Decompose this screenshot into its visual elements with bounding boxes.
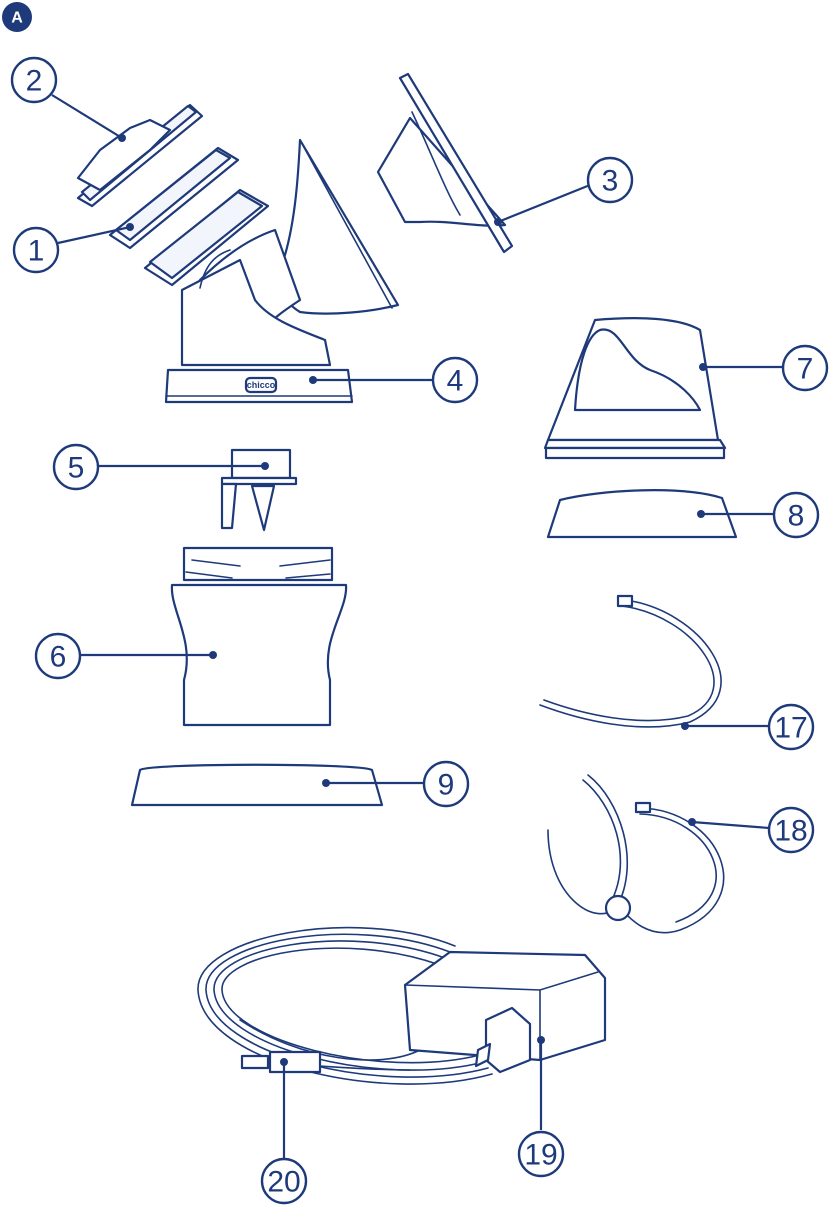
dc-connector-icon bbox=[268, 1050, 322, 1074]
callout-17-label: 17 bbox=[774, 712, 807, 745]
bottle-base-part bbox=[130, 763, 384, 807]
callout-4: 4 bbox=[431, 356, 479, 404]
teat-part bbox=[543, 317, 727, 460]
callout-6: 6 bbox=[34, 632, 82, 680]
callout-2-label: 2 bbox=[26, 65, 43, 98]
callout-7: 7 bbox=[781, 344, 829, 392]
callout-20: 20 bbox=[260, 1157, 308, 1205]
double-tube-part bbox=[547, 774, 725, 934]
callout-3-label: 3 bbox=[602, 165, 619, 198]
callout-9-label: 9 bbox=[438, 769, 455, 802]
bottle-part bbox=[170, 546, 348, 727]
callout-20-label: 20 bbox=[267, 1166, 300, 1199]
cap-part bbox=[76, 103, 204, 208]
massage-insert-part bbox=[376, 72, 514, 254]
callout-1: 1 bbox=[12, 226, 60, 274]
callout-8-label: 8 bbox=[788, 500, 805, 533]
tube-connector-icon bbox=[616, 594, 634, 608]
callout-17: 17 bbox=[767, 703, 815, 751]
protective-cap-part bbox=[546, 489, 738, 539]
brand-logo-text: chicco bbox=[247, 380, 276, 390]
single-tube-part bbox=[539, 594, 722, 728]
callout-18: 18 bbox=[767, 806, 815, 854]
y-connector-icon bbox=[604, 894, 632, 922]
callout-18-label: 18 bbox=[774, 815, 807, 848]
power-adapter-part bbox=[197, 926, 607, 1085]
leader-lines bbox=[51, 94, 782, 1158]
callout-5: 5 bbox=[52, 443, 100, 491]
callout-2: 2 bbox=[10, 56, 58, 104]
membrane-ring-part bbox=[108, 146, 240, 250]
callout-19-label: 19 bbox=[524, 1139, 557, 1172]
callout-8: 8 bbox=[772, 491, 820, 539]
pump-body-part: chicco bbox=[143, 138, 400, 404]
callout-1-label: 1 bbox=[28, 235, 45, 268]
callout-9: 9 bbox=[422, 760, 470, 808]
callout-5-label: 5 bbox=[68, 452, 85, 485]
valve-part bbox=[220, 448, 298, 532]
tube-connector-icon bbox=[634, 801, 652, 814]
callout-3: 3 bbox=[586, 156, 634, 204]
figure-badge: A bbox=[2, 2, 32, 32]
callout-19: 19 bbox=[517, 1130, 565, 1178]
brand-logo-icon bbox=[244, 376, 278, 394]
callout-6-label: 6 bbox=[50, 641, 67, 674]
callout-7-label: 7 bbox=[797, 353, 814, 386]
figure-badge-label: A bbox=[11, 10, 23, 27]
callout-4-label: 4 bbox=[447, 365, 464, 398]
